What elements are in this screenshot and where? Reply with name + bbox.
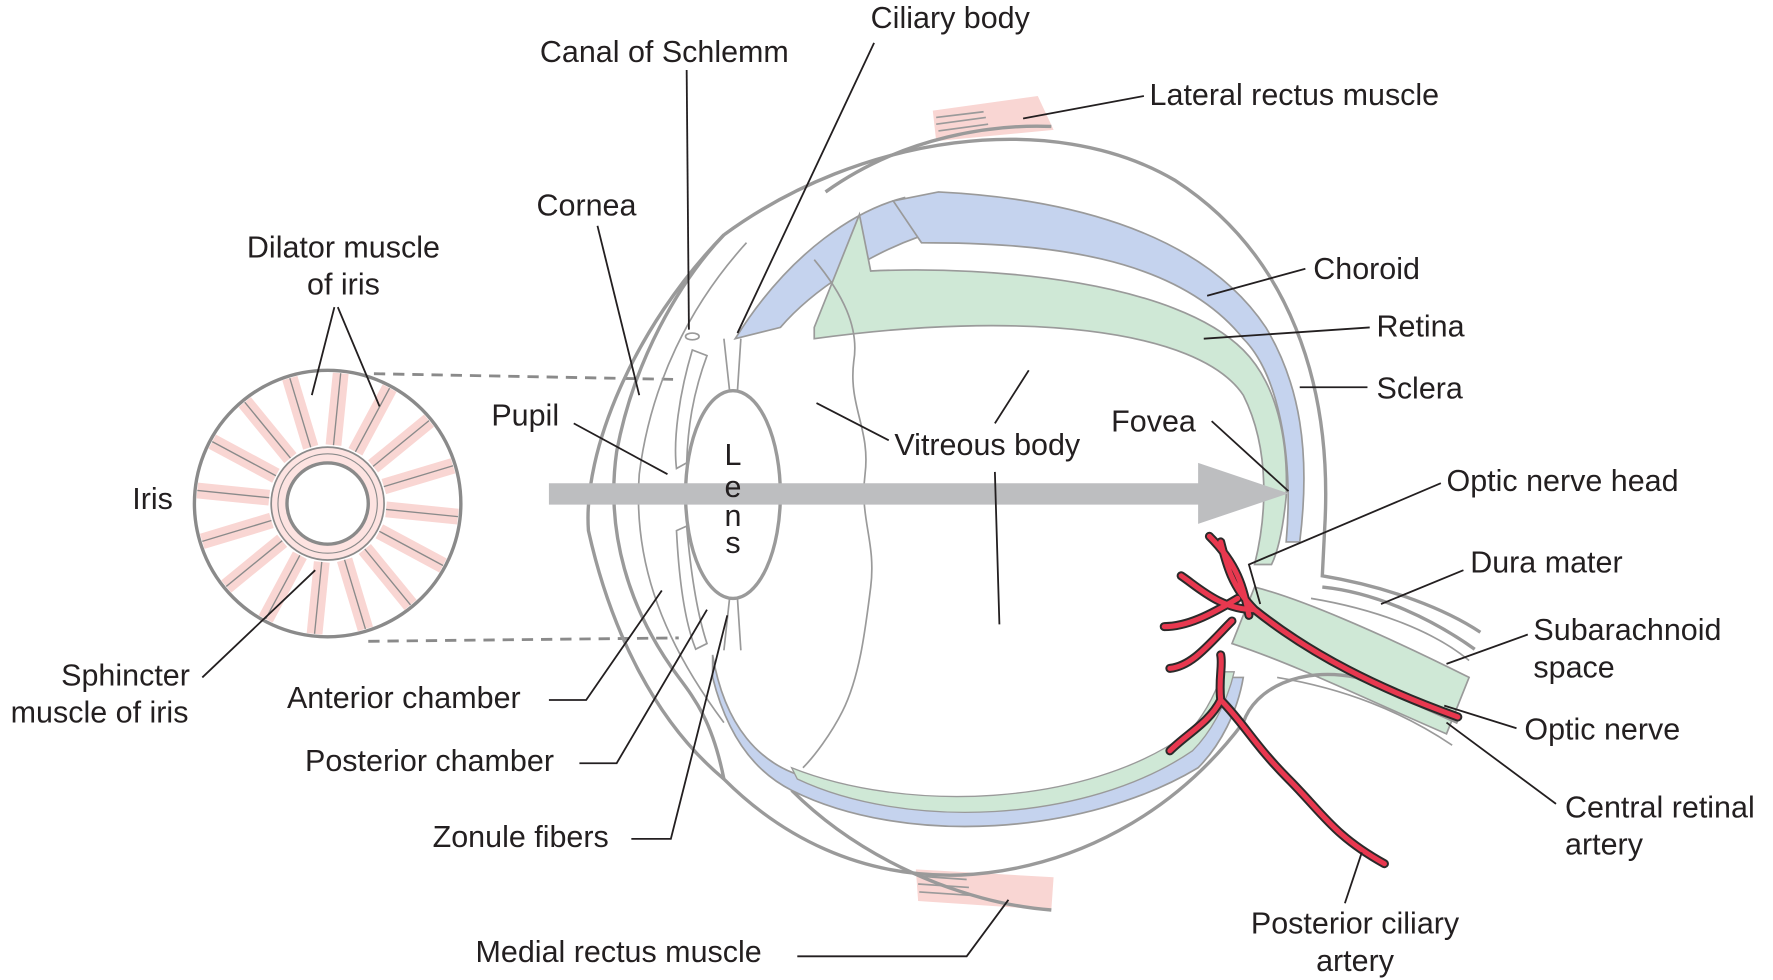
dilator-rays — [196, 372, 459, 635]
dilator-ray-line — [211, 441, 277, 477]
dilator-ray-line — [313, 561, 323, 634]
dilator-ray-line — [372, 420, 430, 467]
label-lateral-rectus: Lateral rectus muscle — [1150, 78, 1440, 112]
lens-letter: s — [725, 526, 740, 560]
label-dilator-muscle: Dilator muscle — [247, 230, 440, 264]
retina-band-bottom — [790, 671, 1236, 814]
label-vitreous-body: Vitreous body — [894, 428, 1081, 462]
vitreous-boundary — [802, 259, 873, 769]
central-retinal-artery — [1161, 533, 1461, 720]
optic-nerve-sheath — [1241, 585, 1476, 725]
light-path-arrow — [548, 462, 1289, 524]
zonule-fibers-lines — [723, 338, 742, 651]
label-optic-nerve: Optic nerve — [1524, 713, 1680, 747]
lens-letter: L — [724, 438, 741, 472]
dilator-ray-line — [332, 373, 342, 446]
dilator-ray-line — [289, 377, 312, 448]
canal-of-schlemm — [684, 332, 700, 341]
label-sclera: Sclera — [1377, 372, 1463, 406]
label-medial-rectus: Medial rectus muscle — [476, 935, 762, 969]
label-pupil: Pupil — [491, 399, 559, 433]
label-anterior-chamber: Anterior chamber — [287, 681, 521, 715]
ciliary-body-top — [733, 196, 920, 341]
dilator-ray-line — [364, 548, 412, 606]
leader-lines — [201, 42, 1557, 958]
cornea-outline — [612, 233, 726, 780]
medial-rectus-muscle — [915, 869, 1054, 910]
arteries — [1159, 531, 1463, 869]
iris-flap-bottom — [675, 524, 709, 651]
label-posterior-chamber: Posterior chamber — [305, 744, 554, 778]
label-zonule-fibers: Zonule fibers — [433, 820, 609, 854]
dilator-ray-line — [379, 530, 444, 567]
iris-detail — [192, 368, 679, 643]
lens-letter: n — [724, 499, 741, 533]
dilator-ray-line — [265, 554, 301, 620]
label-subarachnoid-2: space — [1533, 650, 1614, 684]
label-canal-of-schlemm: Canal of Schlemm — [540, 35, 789, 69]
dilator-ray-line — [197, 489, 270, 499]
lens-letter: e — [724, 470, 741, 504]
label-iris: Iris — [132, 482, 173, 516]
label-sphincter: Sphincter — [61, 658, 190, 692]
retina-band — [813, 211, 1288, 566]
label-dura-mater: Dura mater — [1470, 545, 1622, 579]
posterior-ciliary-artery — [1167, 652, 1387, 867]
iris-flap-top — [674, 348, 709, 470]
label-central-retinal-artery: Central retinal — [1565, 790, 1755, 824]
lateral-rectus-muscle — [932, 95, 1054, 142]
label-ciliary-body: Ciliary body — [871, 1, 1031, 35]
label-dilator-muscle-2: of iris — [307, 268, 380, 302]
label-retina: Retina — [1377, 309, 1465, 343]
dilator-ray-line — [385, 508, 459, 518]
dilator-ray-line — [354, 387, 391, 453]
label-posterior-ciliary-artery: Posterior ciliary — [1251, 907, 1460, 941]
projection-line-top — [373, 372, 674, 381]
dilator-ray-line — [202, 519, 272, 542]
label-choroid: Choroid — [1313, 252, 1420, 286]
dilator-ray-line — [343, 559, 367, 630]
label-central-retinal-artery-2: artery — [1565, 828, 1644, 862]
choroid-band — [891, 191, 1305, 543]
eyeball — [586, 137, 1482, 877]
dilator-ray-line — [225, 540, 283, 587]
pupil-hole — [285, 461, 370, 546]
projection-line-bottom — [368, 636, 679, 643]
label-subarachnoid: Subarachnoid — [1533, 613, 1721, 647]
label-sphincter-2: muscle of iris — [11, 696, 189, 730]
dilator-ray-line — [383, 465, 454, 488]
dilator-ray-line — [244, 401, 291, 459]
label-posterior-ciliary-artery-2: artery — [1316, 944, 1395, 978]
labels: Ciliary body Canal of Schlemm Lateral re… — [11, 1, 1755, 978]
label-cornea: Cornea — [537, 189, 637, 223]
label-fovea: Fovea — [1111, 404, 1196, 438]
label-optic-nerve-head: Optic nerve head — [1447, 464, 1679, 498]
